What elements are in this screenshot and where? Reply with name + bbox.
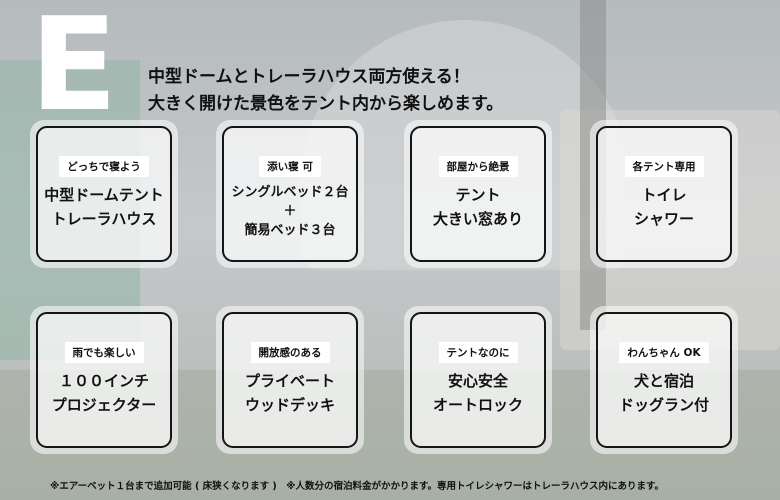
feature-line: シングルベッド２台	[231, 185, 349, 200]
feature-line: 中型ドームテント	[44, 186, 164, 204]
feature-text: 安心安全 オートロック	[433, 369, 523, 417]
feature-card: 雨でも楽しい １００インチ プロジェクター	[30, 306, 178, 454]
feature-card: 各テント専用 トイレ シャワー	[590, 120, 738, 268]
feature-card-frame: 添い寝 可 シングルベッド２台 ＋ 簡易ベッド３台	[222, 126, 358, 262]
feature-tag: わんちゃん OK	[619, 342, 709, 363]
feature-line: プロジェクター	[51, 396, 157, 414]
feature-tag: テントなのに	[438, 342, 518, 363]
feature-tag: 添い寝 可	[259, 156, 321, 177]
feature-text: 犬と宿泊 ドッグラン付	[619, 369, 709, 417]
feature-line: ＋	[283, 204, 297, 219]
feature-card-frame: 開放感のある プライベート ウッドデッキ	[222, 312, 358, 448]
feature-tag: 雨でも楽しい	[64, 342, 144, 363]
feature-line: シャワー	[633, 210, 694, 228]
feature-line: テント	[455, 186, 501, 204]
feature-line: 大きい窓あり	[432, 210, 523, 228]
feature-card-frame: 部屋から絶景 テント 大きい窓あり	[410, 126, 546, 262]
feature-text: プライベート ウッドデッキ	[245, 369, 335, 417]
feature-card-frame: わんちゃん OK 犬と宿泊 ドッグラン付	[596, 312, 732, 448]
feature-card: テントなのに 安心安全 オートロック	[404, 306, 552, 454]
headline-line-1: 中型ドームとトレーラハウス両方使える！	[148, 67, 470, 87]
feature-line: １００インチ	[58, 372, 149, 390]
feature-line: ウッドデッキ	[244, 396, 335, 414]
feature-card: 開放感のある プライベート ウッドデッキ	[216, 306, 364, 454]
feature-card: どっちで寝よう 中型ドームテント トレーラハウス	[30, 120, 178, 268]
feature-card-frame: 各テント専用 トイレ シャワー	[596, 126, 732, 262]
feature-line: プライベート	[244, 372, 335, 390]
feature-tag: 開放感のある	[250, 342, 330, 363]
feature-card: わんちゃん OK 犬と宿泊 ドッグラン付	[590, 306, 738, 454]
feature-line: ドッグラン付	[618, 396, 709, 414]
headline-line-2: 大きく開けた景色をテント内から楽しめます。	[148, 94, 504, 114]
feature-tag: 各テント専用	[624, 156, 704, 177]
feature-text: 中型ドームテント トレーラハウス	[44, 183, 164, 231]
feature-line: トレーラハウス	[51, 210, 157, 228]
feature-line: 安心安全	[447, 372, 508, 390]
feature-tag: 部屋から絶景	[438, 156, 518, 177]
feature-text: テント 大きい窓あり	[433, 183, 523, 231]
feature-card-frame: 雨でも楽しい １００インチ プロジェクター	[36, 312, 172, 448]
feature-line: 簡易ベッド３台	[244, 223, 336, 238]
feature-line: トイレ	[641, 186, 687, 204]
feature-card-frame: どっちで寝よう 中型ドームテント トレーラハウス	[36, 126, 172, 262]
feature-card-frame: テントなのに 安心安全 オートロック	[410, 312, 546, 448]
feature-text: シングルベッド２台 ＋ 簡易ベッド３台	[231, 183, 348, 240]
feature-text: トイレ シャワー	[634, 183, 694, 231]
feature-tag: どっちで寝よう	[59, 156, 149, 177]
footnote: ※エアーベット１台まで追加可能 ( 床狭くなります ) ※人数分の宿泊料金がかか…	[50, 481, 665, 492]
feature-line: 犬と宿泊	[633, 372, 694, 390]
feature-card: 部屋から絶景 テント 大きい窓あり	[404, 120, 552, 268]
feature-line: オートロック	[432, 396, 523, 414]
feature-card: 添い寝 可 シングルベッド２台 ＋ 簡易ベッド３台	[216, 120, 364, 268]
section-letter: E	[30, 0, 117, 140]
feature-text: １００インチ プロジェクター	[52, 369, 156, 417]
